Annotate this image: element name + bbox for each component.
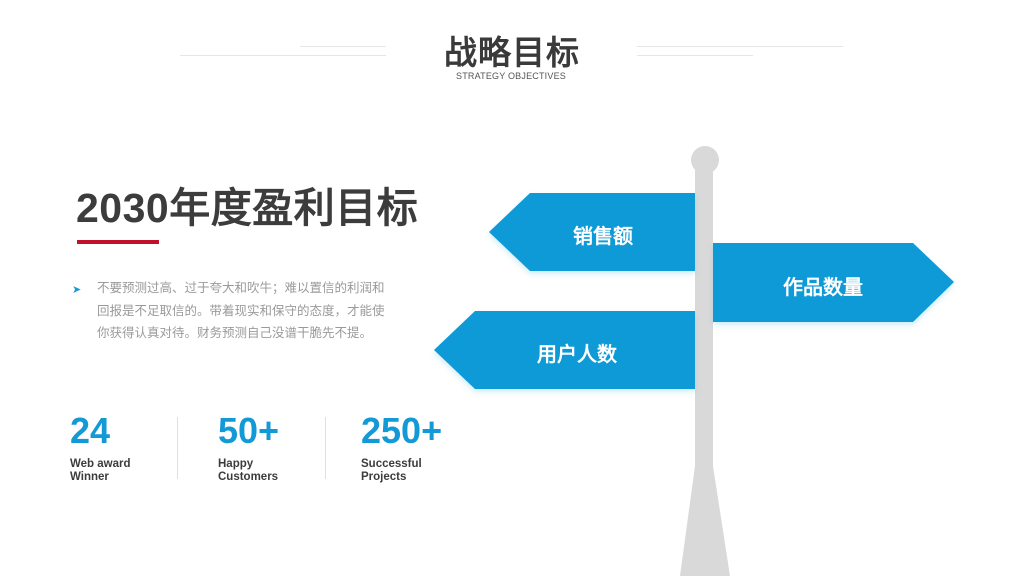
goal-heading: 2030年度盈利目标 [76, 185, 419, 231]
sign-label-works: 作品数量 [783, 277, 863, 299]
goal-description: 不要预测过高、过于夸大和吹牛；难以置信的利润和回报是不足取信的。带着现实和保守的… [97, 281, 385, 340]
stat-label-line: Winner [70, 471, 109, 483]
signpost-pole-cap [691, 146, 719, 174]
stat-label-line: Successful [361, 458, 422, 470]
stat-successful-projects: 250+ Successful Projects [361, 410, 442, 484]
stat-divider [177, 417, 178, 479]
stat-label-line: Web award [70, 458, 131, 470]
sign-users [434, 311, 695, 389]
stat-label-line: Customers [218, 471, 279, 483]
header-line-right-upper [637, 46, 843, 47]
sign-label-sales: 销售额 [573, 226, 633, 248]
header-line-left-lower [180, 55, 386, 56]
signpost-base [680, 466, 730, 576]
stat-value: 50+ [218, 410, 280, 451]
stat-divider [325, 417, 326, 479]
stat-label: Web award Winner [70, 458, 150, 484]
header-line-left-upper [300, 46, 386, 47]
stat-value: 250+ [361, 410, 443, 451]
signpost-pole [695, 166, 713, 486]
page-title: 战略目标 [444, 34, 580, 71]
stat-value: 24 [70, 410, 111, 451]
stat-label: Happy Customers [218, 458, 298, 484]
stat-web-award: 24 Web award Winner [70, 410, 150, 484]
stat-label-line: Happy [218, 458, 254, 470]
sign-label-users: 用户人数 [537, 344, 617, 366]
sign-sales [489, 193, 695, 271]
stat-label-line: Projects [361, 471, 407, 483]
heading-underline [77, 240, 159, 244]
page-subtitle: STRATEGY OBJECTIVES [456, 71, 566, 81]
bullet-arrow-icon: ➤ [72, 284, 82, 296]
stat-label: Successful Projects [361, 458, 441, 484]
sign-works [713, 243, 954, 322]
header-line-right-lower [637, 55, 753, 56]
stat-happy-customers: 50+ Happy Customers [218, 410, 298, 484]
